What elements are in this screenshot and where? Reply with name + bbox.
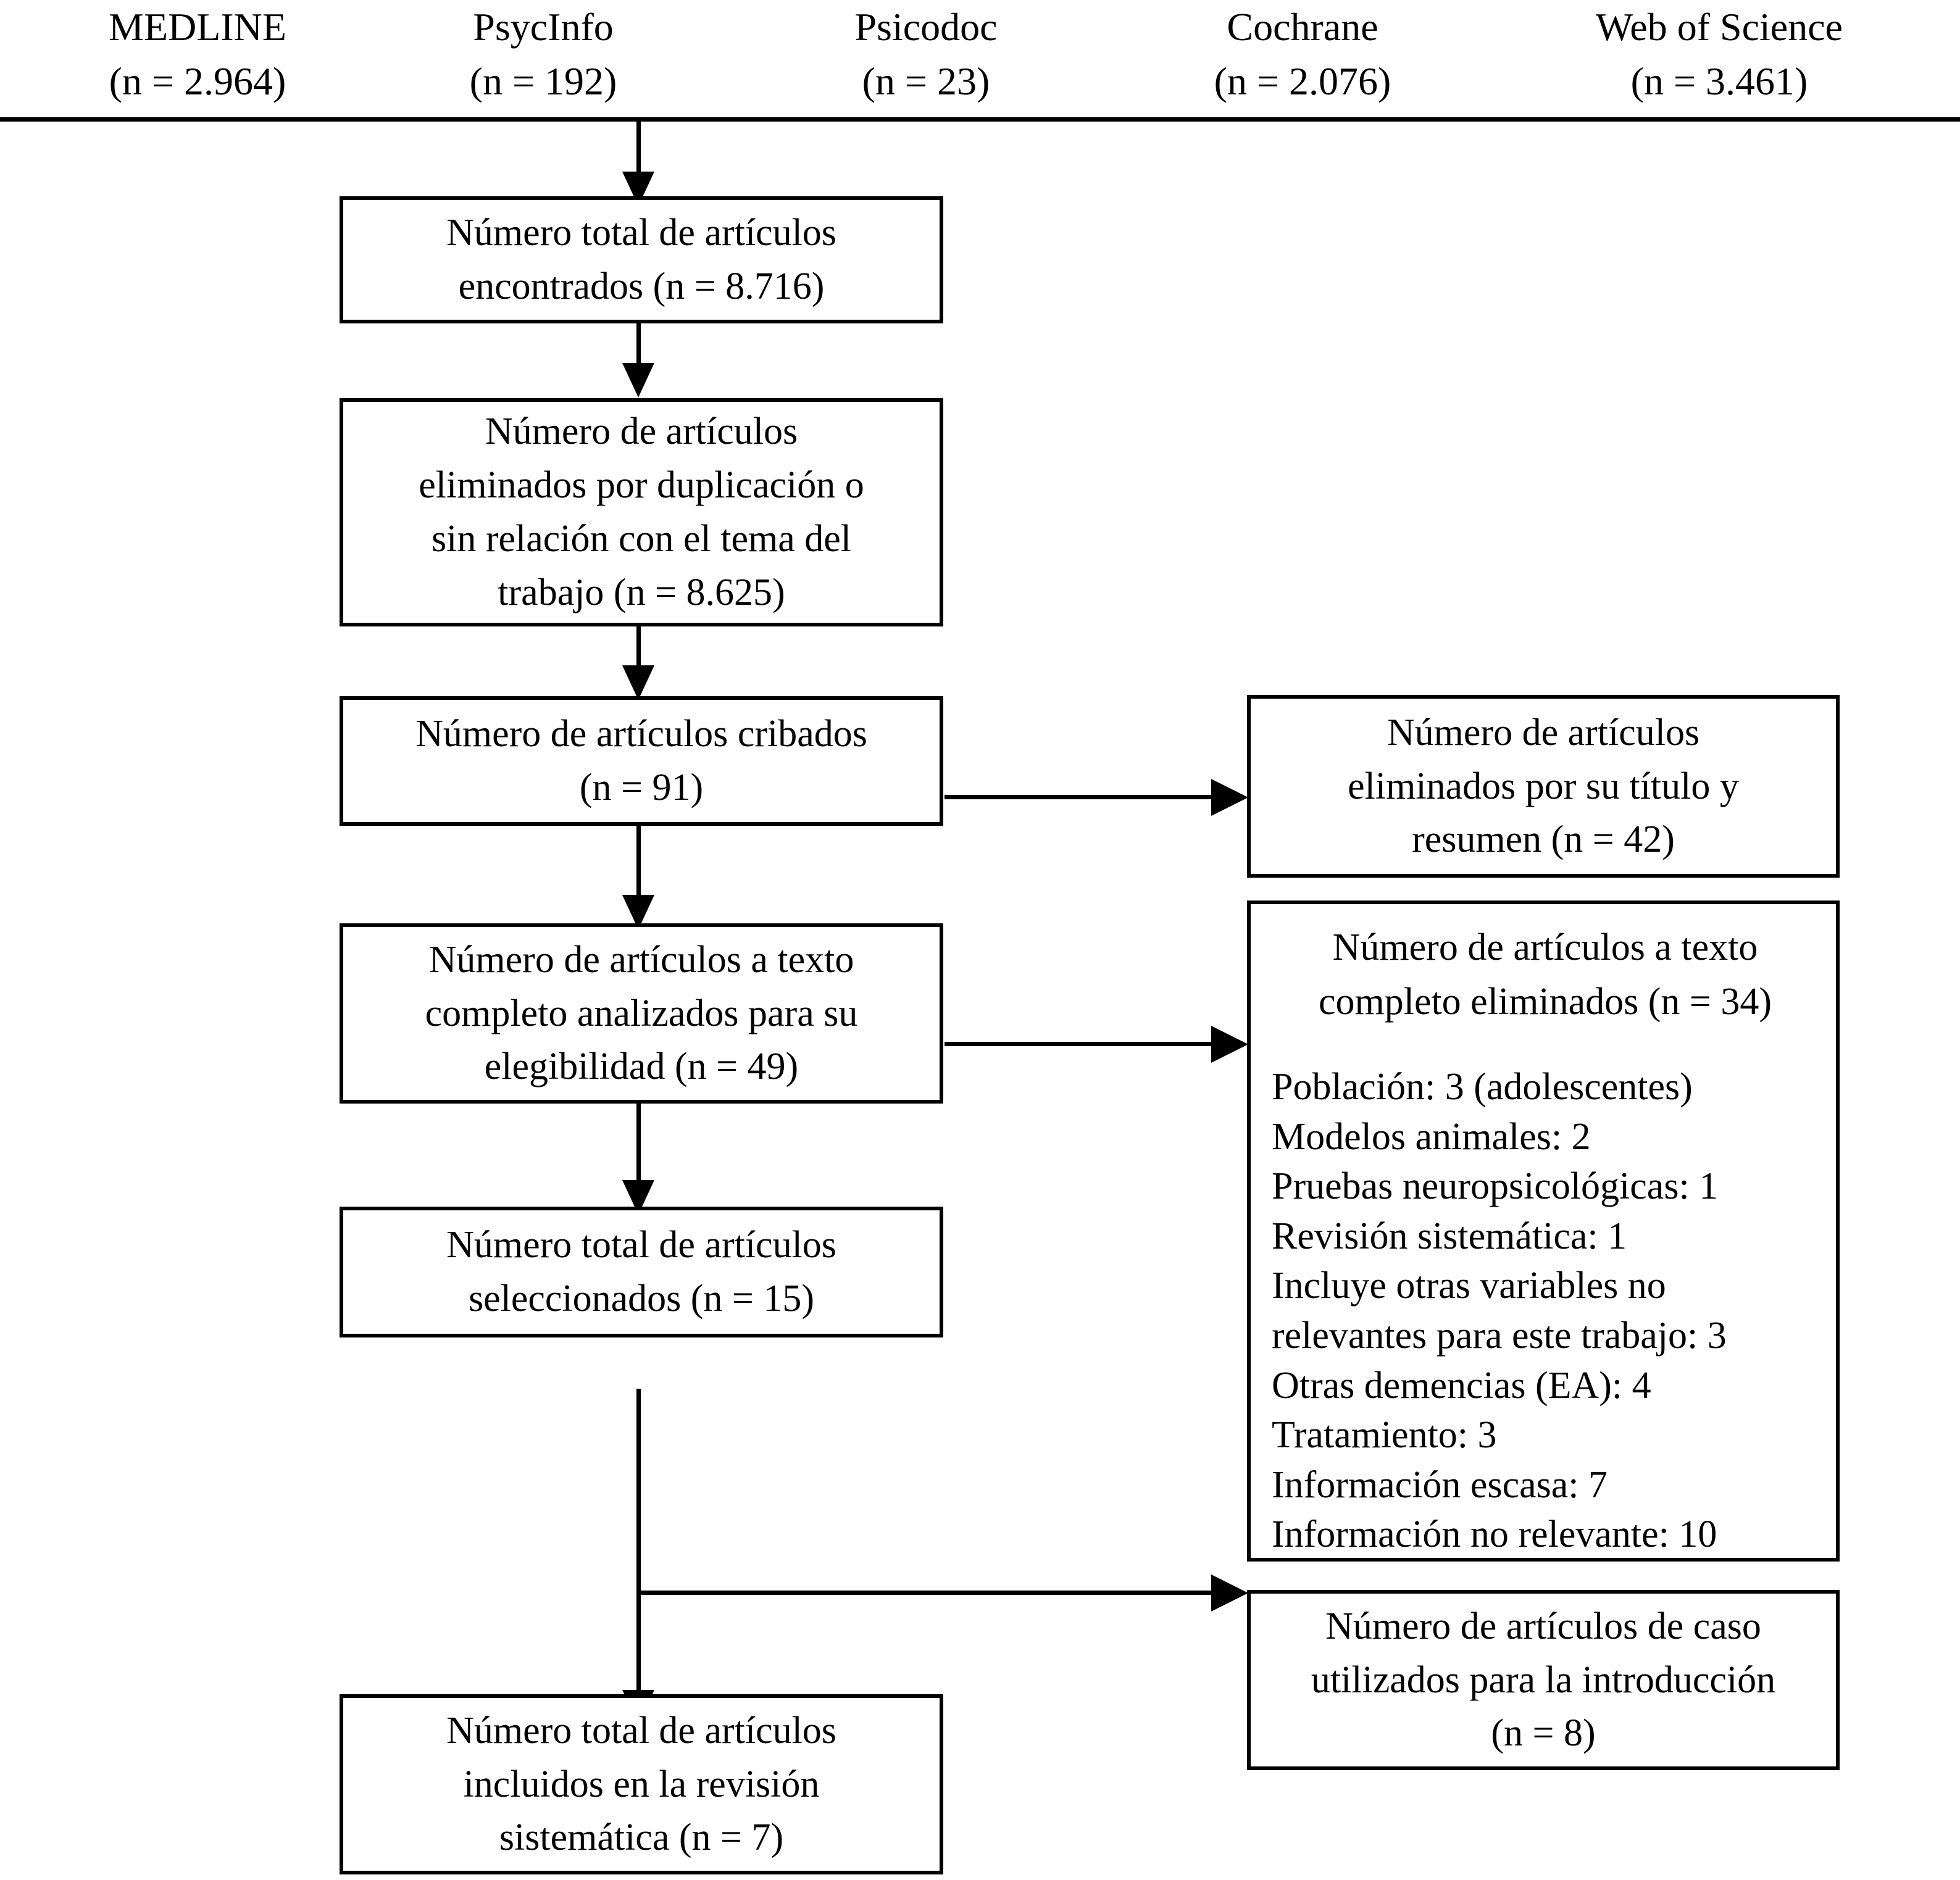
source-count: (n = 3.461) <box>1630 59 1808 104</box>
box-line: Número total de artículos <box>446 212 836 254</box>
connector-duplicates-to-screened <box>636 623 641 672</box>
arrow-right-icon <box>1211 779 1248 816</box>
box-line: encontrados (n = 8.716) <box>458 265 825 307</box>
list-item: Información no relevante: 10 <box>1272 1513 1717 1556</box>
box-articles-screened: Número de artículos cribados (n = 91) <box>340 696 943 826</box>
box-line: resumen (n = 42) <box>1412 818 1675 861</box>
source-name: Psicodoc <box>854 5 998 49</box>
arrow-down-icon <box>622 363 654 397</box>
box-total-articles-included-review: Número total de artículos incluidos en l… <box>340 1694 943 1874</box>
source-psycinfo: PsycInfo (n = 192) <box>346 0 741 109</box>
box-excluded-by-title-abstract: Número de artículos eliminados por su tí… <box>1247 695 1840 878</box>
list-item: relevantes para este trabajo: 3 <box>1272 1315 1727 1357</box>
arrow-right-icon <box>1211 1026 1248 1063</box>
connector-selected-to-included <box>636 1389 641 1696</box>
list-item: Información escasa: 7 <box>1272 1463 1608 1506</box>
box-line: seleccionados (n = 15) <box>468 1278 815 1320</box>
source-count: (n = 2.076) <box>1214 59 1391 104</box>
list-item: Pruebas neuropsicológicas: 1 <box>1272 1165 1719 1208</box>
connector-screened-to-fulltext <box>636 822 641 901</box>
box-line: sistemática (n = 7) <box>499 1816 784 1859</box>
source-count: (n = 2.964) <box>109 59 286 104</box>
box-total-articles-selected: Número total de artículos seleccionados … <box>340 1207 943 1337</box>
box-line: Número total de artículos <box>446 1224 836 1267</box>
box-line: Número de artículos <box>1387 711 1700 754</box>
list-item: Otras demencias (EA): 4 <box>1272 1364 1651 1407</box>
box-line: sin relación con el tema del <box>431 518 851 560</box>
box-line: Número de artículos cribados <box>415 713 867 755</box>
box-line: utilizados para la introducción <box>1311 1658 1776 1701</box>
box-line: completo eliminados (n = 34) <box>1318 981 1772 1023</box>
box-line: eliminados por duplicación o <box>419 464 864 507</box>
source-name: PsycInfo <box>473 5 614 49</box>
connector-fulltext-to-excluded-fulltext <box>945 1042 1216 1046</box>
box-line: eliminados por su título y <box>1348 765 1739 807</box>
source-name: Cochrane <box>1227 5 1378 49</box>
connector-screened-to-excluded-title <box>945 795 1216 799</box>
connector-trunk-to-case-articles <box>636 1591 1216 1595</box>
box-line: Número total de artículos <box>446 1709 836 1752</box>
arrow-right-icon <box>1211 1574 1248 1612</box>
connector-total-to-duplicates <box>636 321 641 369</box>
database-sources-row: MEDLINE (n = 2.964) PsycInfo (n = 192) P… <box>0 0 1960 119</box>
arrow-down-icon <box>622 665 654 700</box>
box-line: trabajo (n = 8.625) <box>498 571 785 613</box>
box-case-articles-for-introduction: Número de artículos de caso utilizados p… <box>1247 1590 1840 1770</box>
source-count: (n = 23) <box>862 59 990 104</box>
box-line: (n = 8) <box>1491 1712 1596 1755</box>
box-fulltext-articles-excluded: Número de artículos a texto completo eli… <box>1247 900 1840 1562</box>
list-item: Modelos animales: 2 <box>1272 1115 1591 1158</box>
header-divider-rule <box>0 117 1960 122</box>
exclusion-reasons-list: Población: 3 (adolescentes) Modelos anim… <box>1272 1062 1819 1560</box>
box-total-articles-found: Número total de artículos encontrados (n… <box>340 196 943 323</box>
list-item: Población: 3 (adolescentes) <box>1272 1066 1693 1108</box>
box-line: Número de artículos de caso <box>1325 1605 1761 1647</box>
box-line: (n = 91) <box>579 767 704 809</box>
box-line: elegibilidad (n = 49) <box>484 1046 799 1088</box>
list-item: Incluye otras variables no <box>1272 1265 1666 1307</box>
source-count: (n = 192) <box>469 59 617 104</box>
source-name: Web of Science <box>1596 5 1843 49</box>
list-item: Revisión sistemática: 1 <box>1272 1215 1627 1257</box>
connector-fulltext-to-selected <box>636 1100 641 1186</box>
source-psicodoc: Psicodoc (n = 23) <box>741 0 1111 109</box>
box-articles-removed-duplicates: Número de artículos eliminados por dupli… <box>340 398 943 626</box>
source-web-of-science: Web of Science (n = 3.461) <box>1478 0 1960 109</box>
box-line: Número de artículos <box>485 410 798 453</box>
box-fulltext-assessed-eligibility: Número de artículos a texto completo ana… <box>340 923 943 1104</box>
box-line: Número de artículos a texto <box>1332 926 1758 968</box>
box-line: Número de artículos a texto <box>428 938 854 981</box>
box-heading: Número de artículos a texto completo eli… <box>1272 920 1819 1029</box>
box-line: completo analizados para su <box>425 992 858 1034</box>
list-item: Tratamiento: 3 <box>1272 1414 1497 1457</box>
source-cochrane: Cochrane (n = 2.076) <box>1105 0 1500 109</box>
source-name: MEDLINE <box>109 5 286 49</box>
box-line: incluidos en la revisión <box>463 1763 820 1805</box>
connector-sources-to-total <box>636 121 641 177</box>
source-medline: MEDLINE (n = 2.964) <box>0 0 395 109</box>
